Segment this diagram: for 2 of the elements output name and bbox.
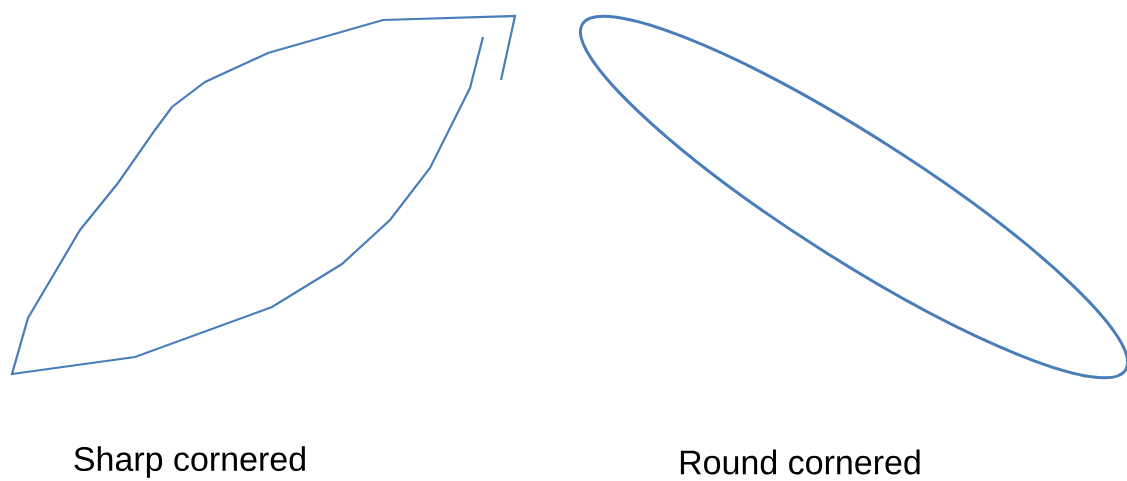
caption-text: Round cornered bbox=[680, 449, 920, 475]
caption-text: Sharp cornered bbox=[74, 446, 305, 478]
